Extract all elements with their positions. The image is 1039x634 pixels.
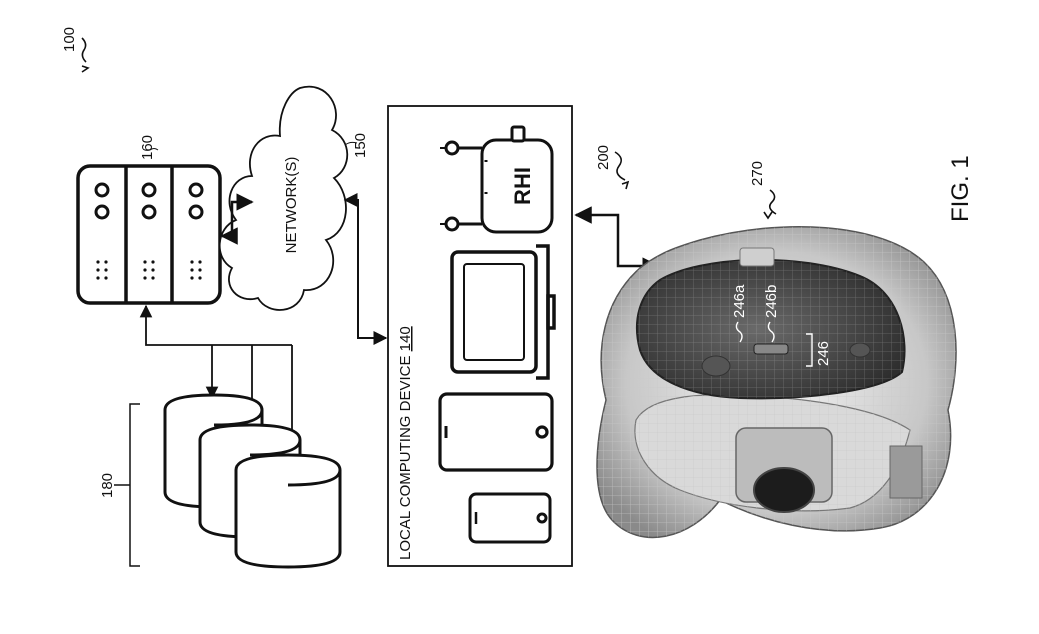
database-cylinder xyxy=(234,453,342,569)
servers-160: 160 xyxy=(76,135,222,305)
sensor-246b-label: 246b xyxy=(763,285,780,318)
network-label: NETWORK(S) xyxy=(283,157,300,254)
wearable-lower-sensor xyxy=(753,467,815,513)
network-ref-number: 150 xyxy=(352,133,369,158)
wearable-device-200: 200 270 246a 246b 246 xyxy=(595,145,957,539)
laptop-icon xyxy=(450,244,556,380)
local-device-ref-number: 140 xyxy=(397,326,414,351)
figure-label: FIG. 1 xyxy=(947,155,974,222)
databases-180: 180 xyxy=(99,393,342,569)
sensor-pair xyxy=(753,343,789,355)
servers-network-connector xyxy=(220,193,254,245)
system-ref-squiggle-icon xyxy=(81,37,87,63)
rhi-device xyxy=(440,125,554,234)
local-device-label-text: LOCAL COMPUTING DEVICE xyxy=(397,351,414,560)
sensor-group-246-label: 246 xyxy=(815,341,832,366)
device-wearable-connector xyxy=(574,206,660,275)
wearable-ref-number: 200 xyxy=(595,145,612,170)
local-device-label: LOCAL COMPUTING DEVICE 140 xyxy=(397,326,414,560)
phone-icon xyxy=(468,492,552,544)
local-computing-device-140: LOCAL COMPUTING DEVICE 140 RHI xyxy=(387,105,573,567)
rhi-label: RHI xyxy=(510,167,535,205)
database-bracket xyxy=(129,403,140,567)
servers-ref-number: 160 xyxy=(139,135,156,160)
network-cloud-150: NETWORK(S) 150 xyxy=(218,85,369,311)
system-reference: 100 xyxy=(61,27,90,73)
sensor-246a-label: 246a xyxy=(731,284,748,318)
network-device-connector xyxy=(343,193,388,345)
sensor-ref-number: 270 xyxy=(749,161,766,186)
tablet-icon xyxy=(438,392,554,472)
system-ref-number: 100 xyxy=(61,27,78,52)
databases-ref-number: 180 xyxy=(99,473,116,498)
